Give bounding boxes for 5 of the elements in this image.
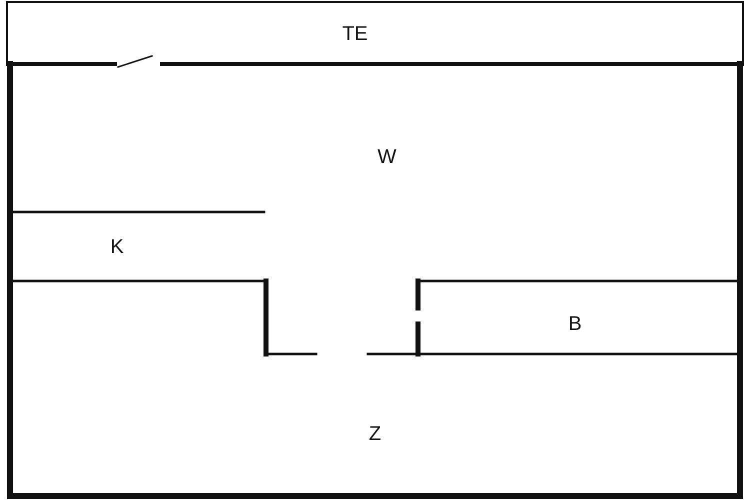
room-label: Z — [368, 424, 382, 444]
room-label: TE — [342, 24, 368, 44]
room-label: W — [378, 147, 396, 167]
room-label: K — [110, 237, 124, 257]
room-label: B — [568, 314, 582, 334]
